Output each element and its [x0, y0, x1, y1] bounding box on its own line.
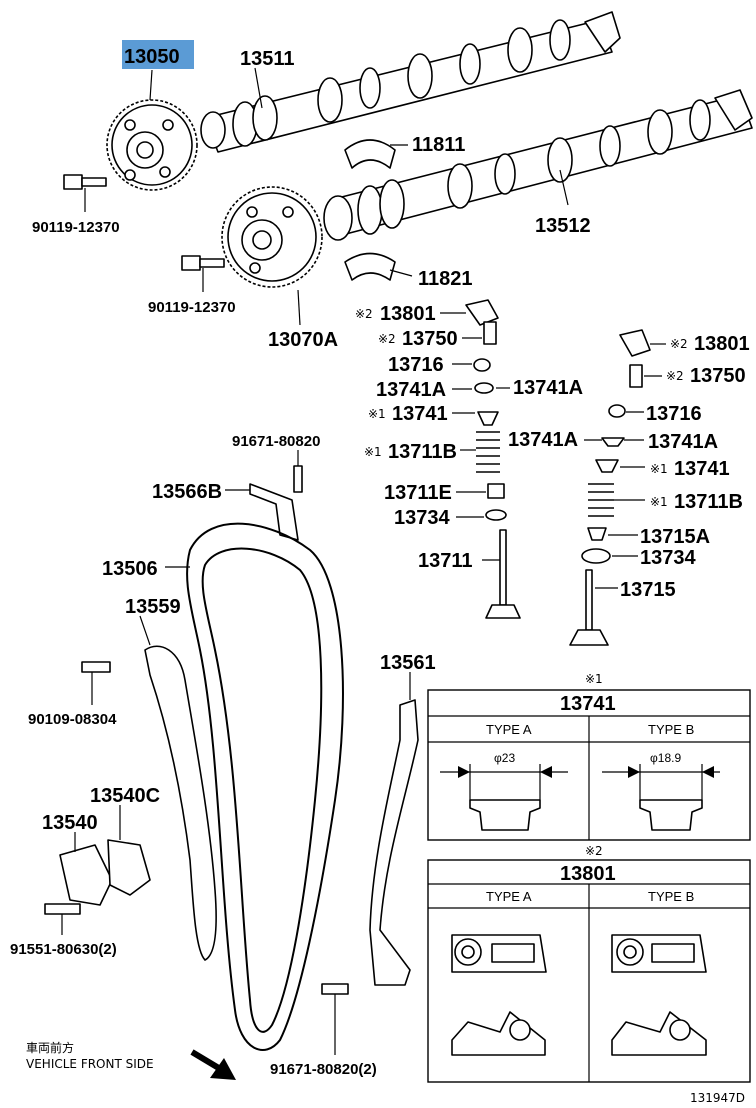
bolt-91671-a-drawing — [293, 465, 303, 493]
label-13715A[interactable]: 13715A — [640, 526, 710, 548]
label-13070A[interactable]: 13070A — [268, 329, 338, 351]
table-13801-type-a: TYPE A — [486, 889, 532, 904]
label-90109[interactable]: 90109-08304 — [28, 711, 117, 728]
label-13566B[interactable]: 13566B — [152, 481, 222, 503]
front-side-label-jp: 車両前方 — [26, 1040, 74, 1055]
table-13741: ※1 13741 TYPE A TYPE B φ23 φ18.9 — [427, 672, 751, 841]
diagram-id: 131947D — [690, 1091, 745, 1105]
label-13801-b[interactable]: 13801 — [694, 333, 750, 355]
label-13716-a[interactable]: 13716 — [388, 354, 444, 376]
bolt-90119-a-drawing — [63, 174, 107, 190]
note-mark-2-b: ※2 — [378, 332, 396, 346]
leader-lines — [61, 67, 666, 1055]
label-13741A-a[interactable]: 13741A — [376, 379, 446, 401]
label-13506[interactable]: 13506 — [102, 558, 158, 580]
label-13540[interactable]: 13540 — [42, 812, 98, 834]
label-13750-b[interactable]: 13750 — [690, 365, 746, 387]
table-13741-dim-a: φ23 — [494, 751, 515, 765]
table-13741-type-b: TYPE B — [648, 722, 694, 737]
table-13801-type-b: TYPE B — [648, 889, 694, 904]
camshaft-13512-drawing — [323, 89, 753, 241]
note-mark-1-a: ※1 — [368, 407, 386, 421]
table-13801-note: ※2 — [585, 844, 603, 858]
table-13741-type-a: TYPE A — [486, 722, 532, 737]
front-side-label-en: VEHICLE FRONT SIDE — [26, 1057, 154, 1071]
label-13801-a[interactable]: 13801 — [380, 303, 436, 325]
label-11821[interactable]: 11821 — [418, 268, 473, 290]
bolt-90109-drawing — [81, 661, 111, 673]
valve-train-right-drawing — [569, 329, 651, 646]
label-13559[interactable]: 13559 — [125, 596, 181, 618]
note-mark-1-b: ※1 — [364, 445, 382, 459]
timing-chain-13506-drawing — [186, 522, 344, 1051]
label-13734-a[interactable]: 13734 — [394, 507, 450, 529]
label-13716-b[interactable]: 13716 — [646, 403, 702, 425]
table-13741-note: ※1 — [585, 672, 603, 686]
table-13801: ※2 13801 TYPE A TYPE B — [427, 844, 751, 1083]
label-13711E[interactable]: 13711E — [384, 482, 452, 504]
table-13741-dim-b: φ18.9 — [650, 751, 681, 765]
selected-part-highlight — [122, 40, 194, 69]
label-91551[interactable]: 91551-80630(2) — [10, 941, 117, 958]
label-13741-b[interactable]: 13741 — [674, 458, 730, 480]
label-13711B-a[interactable]: 13711B — [388, 441, 457, 463]
cam-gear-13050-drawing — [106, 99, 198, 191]
label-13741A-d[interactable]: 13741A — [648, 431, 718, 453]
label-13715[interactable]: 13715 — [620, 579, 676, 601]
label-90119-a[interactable]: 90119-12370 — [32, 219, 120, 236]
bearing-11821-drawing — [344, 252, 396, 281]
label-13561[interactable]: 13561 — [380, 652, 436, 674]
bracket-13566B-drawing — [249, 483, 299, 541]
label-90119-b[interactable]: 90119-12370 — [148, 299, 236, 316]
bolt-91551-drawing — [44, 903, 81, 915]
gasket-13540C-drawing — [107, 839, 151, 896]
note-mark-2-d: ※2 — [666, 369, 684, 383]
label-13050[interactable]: 13050 — [124, 46, 180, 68]
label-13711[interactable]: 13711 — [418, 550, 473, 572]
label-11811[interactable]: 11811 — [412, 134, 465, 156]
label-13540C[interactable]: 13540C — [90, 785, 160, 807]
label-91671-b[interactable]: 91671-80820(2) — [270, 1061, 377, 1078]
note-mark-2-a: ※2 — [355, 307, 373, 321]
bolt-91671-b-drawing — [321, 983, 349, 995]
note-mark-1-d: ※1 — [650, 495, 668, 509]
timing-chain-inner-drawing — [201, 547, 323, 1033]
chain-guide-13561-drawing — [369, 699, 419, 986]
label-13750-a[interactable]: 13750 — [402, 328, 458, 350]
valve-train-left-drawing — [465, 299, 521, 619]
table-13801-title: 13801 — [560, 863, 616, 885]
tensioner-13540-drawing — [59, 844, 113, 906]
label-13741A-b[interactable]: 13741A — [513, 377, 583, 399]
bearing-11811-drawing — [344, 139, 396, 169]
label-13512[interactable]: 13512 — [535, 215, 591, 237]
chain-guide-13559-drawing — [144, 645, 217, 961]
front-direction-arrow-icon — [190, 1049, 236, 1080]
label-13741A-c[interactable]: 13741A — [508, 429, 578, 451]
label-13734-b[interactable]: 13734 — [640, 547, 696, 569]
label-13511[interactable]: 13511 — [240, 48, 295, 70]
camshaft-13511-drawing — [200, 11, 621, 153]
label-13741-a[interactable]: 13741 — [392, 403, 448, 425]
label-91671-a[interactable]: 91671-80820 — [232, 433, 320, 450]
table-13741-title: 13741 — [560, 693, 616, 715]
bolt-90119-b-drawing — [181, 255, 225, 271]
label-13711B-b[interactable]: 13711B — [674, 491, 743, 513]
note-mark-2-c: ※2 — [670, 337, 688, 351]
note-mark-1-c: ※1 — [650, 462, 668, 476]
cam-gear-13070A-drawing — [221, 186, 323, 288]
